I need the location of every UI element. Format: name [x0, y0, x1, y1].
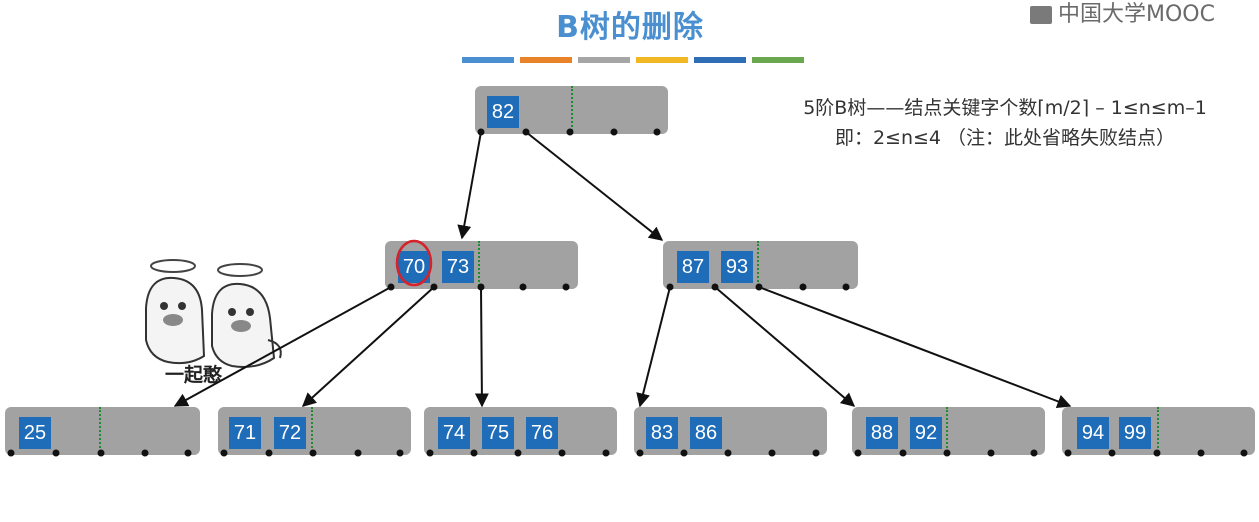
- brand-text: 中国大学MOOC: [1058, 2, 1215, 27]
- key-box: 99: [1119, 417, 1151, 449]
- color-bar: [578, 57, 630, 63]
- color-bar: [636, 57, 688, 63]
- node-separator: [311, 407, 313, 455]
- key-box: 83: [646, 417, 678, 449]
- slide-title: B树的删除: [556, 10, 704, 45]
- key-box: 71: [229, 417, 261, 449]
- key-box: 72: [274, 417, 306, 449]
- color-bar: [694, 57, 746, 63]
- key-box: 92: [910, 417, 942, 449]
- node-separator: [757, 241, 759, 289]
- node-separator: [571, 86, 573, 134]
- key-box: 75: [482, 417, 514, 449]
- leaf-node: 71 72: [218, 407, 411, 455]
- edge-arrow: [714, 286, 856, 407]
- leaf-node: 83 86: [634, 407, 827, 455]
- node-separator: [478, 241, 480, 289]
- edge-arrow: [301, 286, 435, 407]
- node-separator: [946, 407, 948, 455]
- level1-node-right: 87 93: [663, 241, 858, 289]
- leaf-node: 74 75 76: [424, 407, 617, 455]
- edge-arrow: [758, 286, 1072, 409]
- leaf-node: 88 92: [852, 407, 1045, 455]
- note-line-2: 即：2≤n≤4 （注：此处省略失败结点）: [834, 127, 1176, 149]
- key-box: 86: [690, 417, 722, 449]
- key-box: 76: [526, 417, 558, 449]
- mooc-logo-icon: [1030, 6, 1052, 24]
- key-box-highlighted: 70: [398, 251, 430, 283]
- key-box: 94: [1077, 417, 1109, 449]
- angel-meme-icon: [145, 259, 282, 368]
- edge-arrow: [173, 286, 392, 407]
- leaf-node: 25: [5, 407, 200, 455]
- note-line-1: 5阶B树——结点关键字个数⌈m/2⌉ – 1≤n≤m–1: [803, 97, 1207, 119]
- key-box: 82: [487, 96, 519, 128]
- key-box: 73: [442, 251, 474, 283]
- color-bar: [520, 57, 572, 63]
- leaf-node: 94 99: [1062, 407, 1255, 455]
- key-box: 25: [19, 417, 51, 449]
- edge-arrow: [525, 131, 664, 241]
- key-box: 93: [721, 251, 753, 283]
- btree-constraint-note: 5阶B树——结点关键字个数⌈m/2⌉ – 1≤n≤m–1 即：2≤n≤4 （注：…: [770, 93, 1240, 153]
- color-bar: [752, 57, 804, 63]
- root-node: 82: [475, 86, 668, 134]
- highlight-circle: [395, 239, 433, 287]
- key-box: 88: [866, 417, 898, 449]
- level1-node-left: 70 73: [385, 241, 578, 289]
- key-box: 87: [677, 251, 709, 283]
- node-separator: [1157, 407, 1159, 455]
- edge-arrow: [457, 131, 482, 240]
- pointer-dots: [7, 128, 1248, 457]
- sticker-caption: 一起憨: [165, 364, 223, 386]
- edge-arrow: [474, 286, 489, 408]
- edge-arrow: [636, 286, 671, 408]
- key-box: 74: [438, 417, 470, 449]
- node-separator: [99, 407, 101, 455]
- color-bar: [462, 57, 514, 63]
- brand-watermark: 中国大学MOOC: [1030, 0, 1215, 28]
